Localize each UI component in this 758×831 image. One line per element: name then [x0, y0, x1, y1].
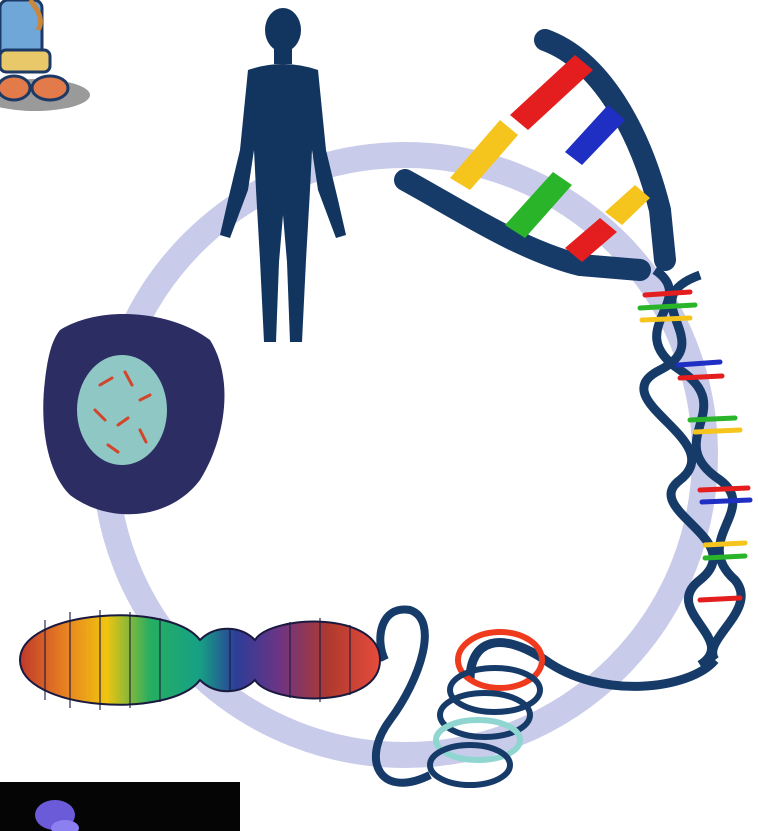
microscope-photo-icon [0, 782, 240, 831]
cell-with-nucleus-icon [43, 314, 224, 514]
banded-chromosome-icon [20, 610, 380, 710]
human-body-silhouette-icon [220, 8, 346, 342]
cartoon-character-icon [0, 0, 90, 111]
